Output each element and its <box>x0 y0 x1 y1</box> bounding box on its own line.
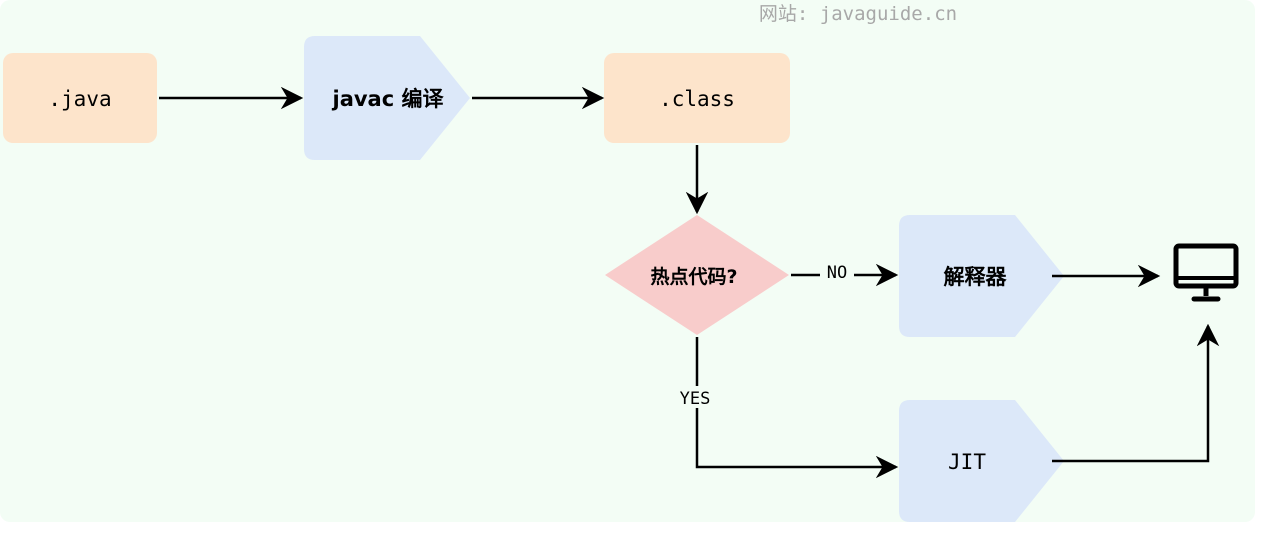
hotspot-decision-label: 热点代码? <box>650 265 737 288</box>
jit-label: JIT <box>948 450 986 474</box>
javac-compile-label: javac 编译 <box>332 87 445 111</box>
class-file-label: .class <box>659 87 735 111</box>
java-file-label: .java <box>48 87 111 111</box>
edge-jit-to-monitor <box>1052 323 1220 463</box>
monitor-icon <box>1173 243 1239 302</box>
edge-yes-label: YES <box>680 389 711 409</box>
edge-yes-label-bg <box>672 386 718 408</box>
edge-no-label: NO <box>827 263 847 283</box>
hotspot-decision-node: 热点代码? <box>605 215 789 335</box>
edge-no-label-bg <box>820 262 854 282</box>
interpreter-node: 解释器 <box>899 215 1064 337</box>
edge-yes-to-jit <box>695 337 899 479</box>
jit-node: JIT <box>899 400 1064 522</box>
javac-compile-node: javac 编译 <box>304 36 470 160</box>
class-file-node: .class <box>604 53 790 143</box>
java-file-node: .java <box>3 53 157 143</box>
watermark-text: 网站: javaguide.cn <box>759 3 957 25</box>
interpreter-label: 解释器 <box>944 265 1008 289</box>
